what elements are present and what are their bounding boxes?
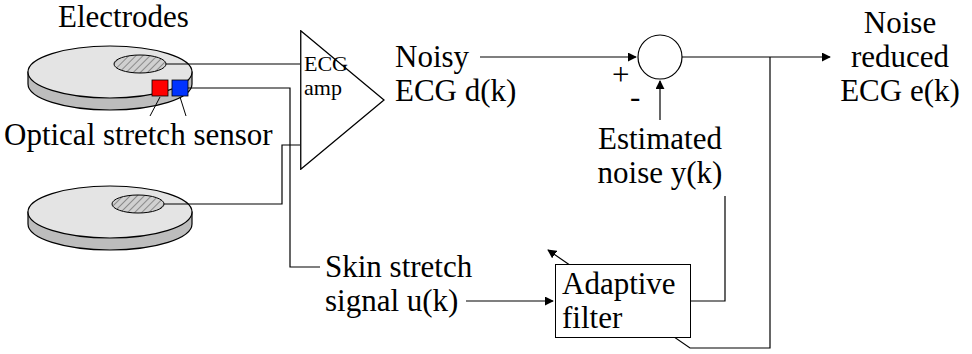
electrode-wire: [166, 63, 300, 64]
signal-name: Skin stretch signal u(k): [325, 250, 485, 318]
process-box: Adaptive filter: [555, 264, 691, 338]
sensor-emitter: [152, 80, 168, 96]
filter-output-wire: [687, 196, 725, 301]
signal-name: Noisy ECG d(k): [395, 40, 525, 108]
adaptation-arrow: [548, 57, 770, 348]
leader-line: [150, 97, 160, 116]
sensor-detector: [172, 80, 188, 96]
signal-arrow: [682, 56, 830, 57]
signal-name: Noise reduced ECG e(k): [836, 6, 964, 108]
electrode-contact: [112, 195, 164, 213]
amplifier-outline: [300, 30, 385, 170]
electrode-contact: [114, 55, 166, 73]
amplifier-name: ECG amp: [304, 52, 356, 100]
electrode-disc: [28, 46, 192, 98]
electrode-wire: [164, 145, 300, 204]
summing-junction: [638, 35, 682, 79]
signal-arrow: [659, 81, 660, 120]
amplifier-triangle: ECG amp: [300, 30, 385, 170]
electrode-disc: [28, 186, 192, 238]
signal-name: Estimated noise y(k): [585, 122, 735, 190]
amplifier-shape: [301, 31, 384, 170]
leader-line: [180, 97, 186, 116]
part-label: Optical stretch sensor: [4, 118, 289, 152]
sign-symbol: -: [630, 80, 646, 114]
box-name: Adaptive filter: [562, 267, 684, 335]
signal-arrow: [466, 300, 553, 301]
part-label: Electrodes: [58, 0, 228, 34]
